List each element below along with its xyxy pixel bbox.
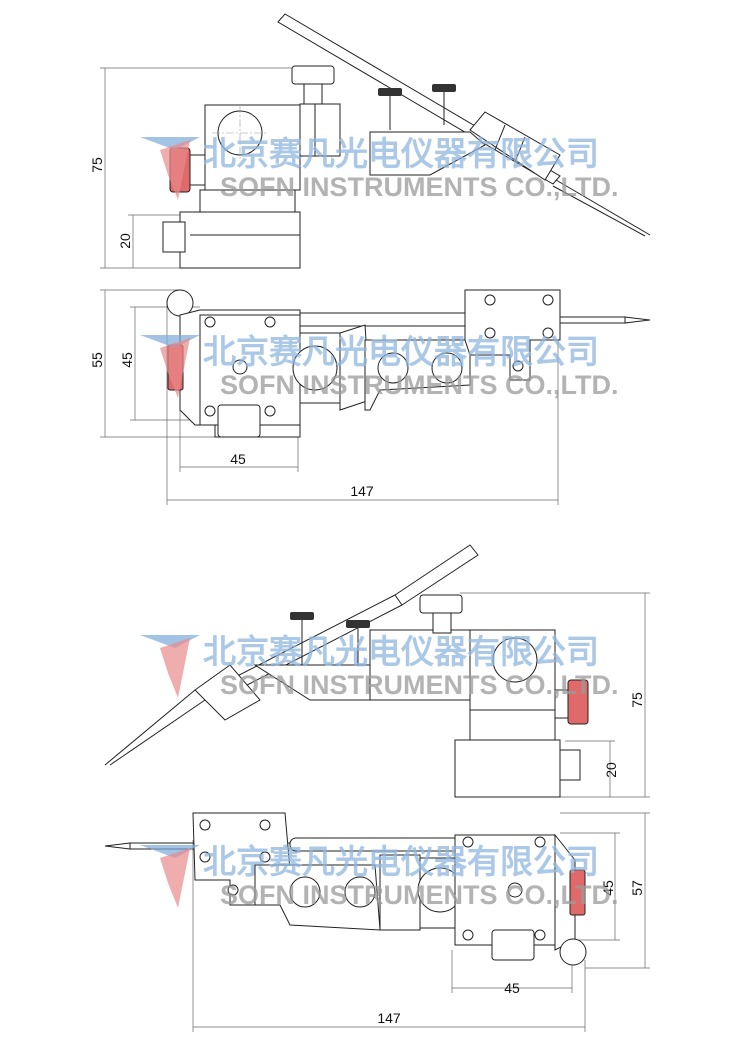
thumb-screw-2 (432, 84, 456, 92)
dim-label-55: 55 (89, 352, 105, 368)
watermark-3: 北京赛凡光电仪器有限公司 SOFN INSTRUMENTS CO.,LTD. (140, 632, 619, 700)
dim-label-45-horizontal: 45 (230, 451, 246, 467)
view-3-side: 75 20 (104, 544, 650, 798)
dim-label-75: 75 (89, 157, 105, 173)
view-1-side: 75 20 (89, 13, 651, 269)
dim-label-20: 20 (117, 233, 133, 249)
svg-text:SOFN INSTRUMENTS CO.,LTD.: SOFN INSTRUMENTS CO.,LTD. (220, 670, 619, 700)
logo-icon (140, 137, 200, 150)
dim-label-57: 57 (629, 880, 645, 896)
dim-label-45-vertical: 45 (119, 352, 135, 368)
logo-icon (140, 335, 200, 348)
svg-text:北京赛凡光电仪器有限公司: 北京赛凡光电仪器有限公司 (203, 632, 599, 671)
svg-text:SOFN INSTRUMENTS CO.,LTD.: SOFN INSTRUMENTS CO.,LTD. (220, 880, 619, 910)
dim-label-45-horizontal-bottom: 45 (504, 980, 520, 996)
thumb-screw-1 (378, 88, 402, 96)
dim-label-20-bottom: 20 (603, 762, 619, 778)
svg-text:SOFN INSTRUMENTS CO.,LTD.: SOFN INSTRUMENTS CO.,LTD. (220, 370, 619, 400)
watermark-4: 北京赛凡光电仪器有限公司 SOFN INSTRUMENTS CO.,LTD. (140, 842, 619, 910)
top-knob (291, 65, 335, 85)
logo-icon (140, 845, 200, 858)
watermark-2: 北京赛凡光电仪器有限公司 SOFN INSTRUMENTS CO.,LTD. (140, 332, 619, 400)
dim-label-147: 147 (350, 483, 374, 499)
svg-text:北京赛凡光电仪器有限公司: 北京赛凡光电仪器有限公司 (203, 134, 599, 173)
watermark-1: 北京赛凡光电仪器有限公司 SOFN INSTRUMENTS CO.,LTD. (140, 134, 619, 202)
logo-icon (140, 635, 200, 648)
dim-label-147-bottom: 147 (377, 1010, 401, 1026)
dim-label-75-bottom: 75 (629, 692, 645, 708)
dim-label-45-vertical-bottom: 45 (600, 880, 616, 896)
view-4-plan: 45 57 45 147 (104, 812, 650, 1032)
svg-text:北京赛凡光电仪器有限公司: 北京赛凡光电仪器有限公司 (203, 842, 599, 881)
svg-text:SOFN INSTRUMENTS CO.,LTD.: SOFN INSTRUMENTS CO.,LTD. (220, 172, 619, 202)
svg-text:北京赛凡光电仪器有限公司: 北京赛凡光电仪器有限公司 (203, 332, 599, 371)
tilted-probe-rod (277, 13, 651, 237)
